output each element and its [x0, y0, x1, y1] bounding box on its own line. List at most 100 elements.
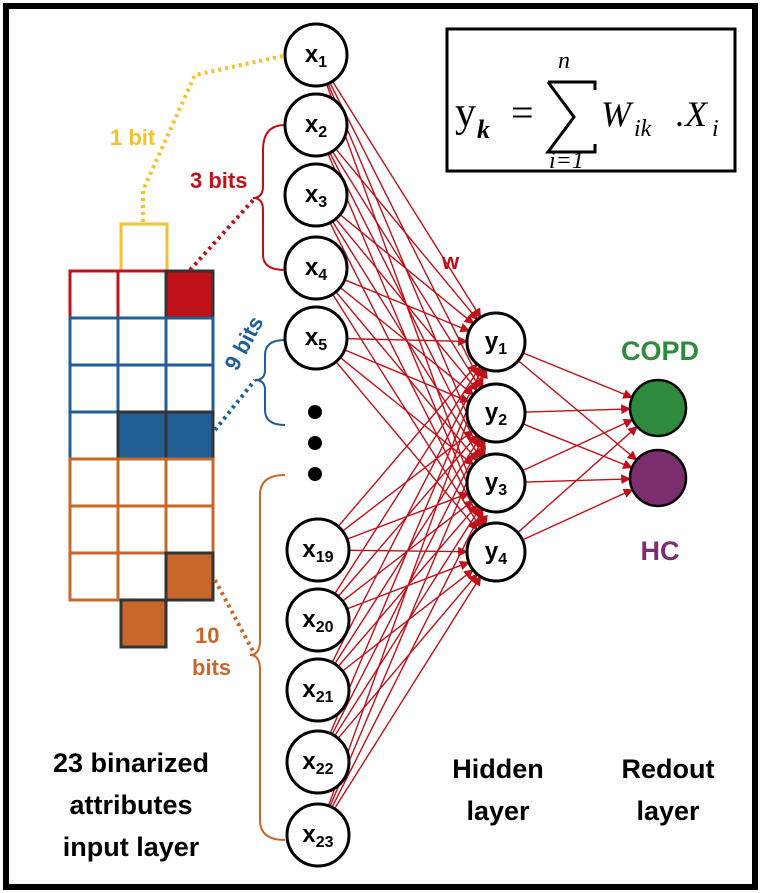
- input-node-x5: x5: [283, 305, 349, 371]
- ten-bits-label-num: 10: [195, 623, 219, 648]
- input-node-x21: x21: [285, 657, 351, 723]
- hidden-output-connection: [524, 404, 631, 415]
- sigma-symbol: [545, 80, 597, 154]
- input-node-x4-label: x4: [305, 254, 327, 284]
- grid-cell: [164, 316, 215, 367]
- formula-border: [445, 27, 737, 173]
- formula-term: W: [601, 94, 634, 134]
- grid-cell: [68, 316, 120, 367]
- hidden-node-y2-label: y2: [485, 399, 507, 429]
- input-caption-line3: input layer: [63, 832, 200, 862]
- grid-cell: [68, 269, 120, 320]
- formula-sum-bottom: i=1: [549, 148, 584, 174]
- nine-bits-brace: [254, 339, 286, 426]
- input-node-x1: x1: [283, 22, 349, 88]
- input-node-x3-circle: [283, 162, 349, 228]
- hidden-output-connection: [524, 474, 631, 485]
- hidden-caption-line2: layer: [466, 796, 530, 826]
- hidden-node-y3: y3: [465, 452, 527, 514]
- formula-box: y k = n i=1 W ik . X i: [445, 27, 737, 174]
- output-node-hc: [628, 448, 688, 508]
- hidden-layer: y1 y2 y3 y4: [465, 311, 527, 583]
- input-hidden-connection: [331, 508, 484, 808]
- three-bits-leader: [188, 196, 257, 272]
- grid-cell-filled: [164, 269, 215, 320]
- input-node-x2: x2: [283, 92, 349, 158]
- input-node-x19-label: x19: [302, 536, 333, 566]
- ellipsis-dots: [308, 405, 322, 481]
- one-bit-leader: [141, 53, 288, 222]
- hidden-output-connection: [522, 352, 634, 399]
- three-bits-brace: [252, 124, 286, 271]
- input-hidden-connection: [331, 150, 482, 390]
- input-node-x2-label: x2: [305, 111, 327, 141]
- input-hidden-connection: [337, 363, 478, 527]
- input-node-x23-circle: [285, 802, 351, 868]
- hidden-node-y1-circle: [465, 311, 527, 373]
- formula-lhs: y: [455, 90, 476, 136]
- grid-cell: [116, 269, 168, 320]
- binarized-grid: [68, 222, 215, 649]
- ellipsis-dot: [308, 436, 322, 450]
- input-caption-line1: 23 binarized: [53, 748, 209, 778]
- grid-cell: [116, 316, 168, 367]
- input-hidden-connection: [334, 365, 481, 595]
- formula-term2-sub: i: [712, 116, 719, 142]
- input-node-x21-circle: [285, 657, 351, 723]
- grid-cell-1bit: [119, 222, 169, 273]
- input-node-x3: x3: [283, 162, 349, 228]
- input-hidden-connection: [329, 438, 486, 807]
- input-node-x5-label: x5: [305, 324, 327, 354]
- input-node-x21-label: x21: [302, 676, 333, 706]
- hidden-node-y3-label: y3: [485, 469, 507, 499]
- grid-cell: [164, 504, 215, 555]
- grid-cell: [68, 410, 120, 461]
- hidden-node-y1: y1: [465, 311, 527, 373]
- grid-cell: [116, 363, 168, 414]
- input-node-x1-circle: [283, 22, 349, 88]
- grid-cell: [68, 551, 120, 602]
- output-label-hc: HC: [641, 536, 680, 566]
- layer-captions: 23 binarized attributes input layer Hidd…: [53, 748, 715, 862]
- grid-cell: [164, 363, 215, 414]
- input-hidden-connection: [335, 148, 479, 321]
- hidden-node-y1-label: y1: [485, 328, 507, 358]
- grid-cell-filled: [164, 410, 215, 461]
- formula-lhs-sub: k: [477, 115, 490, 144]
- grid-cell: [68, 504, 120, 555]
- input-node-x3-label: x3: [305, 181, 327, 211]
- input-node-x22-label: x22: [302, 748, 333, 778]
- grid-cell: [116, 551, 168, 602]
- readout-layer: COPD HC: [621, 336, 699, 566]
- formula-dot: .: [675, 94, 684, 134]
- input-hidden-connection: [339, 286, 475, 396]
- ten-bits-label-unit: bits: [192, 655, 231, 680]
- hidden-node-y4: y4: [465, 521, 527, 583]
- input-hidden-connection: [331, 80, 482, 319]
- grid-cell-filled: [164, 551, 215, 602]
- input-node-x5-circle: [283, 305, 349, 371]
- hidden-node-y2: y2: [465, 382, 527, 444]
- weight-label: w: [441, 249, 460, 274]
- input-hidden-connection: [337, 573, 478, 739]
- hidden-output-connection: [522, 488, 634, 541]
- hidden-node-y3-circle: [465, 452, 527, 514]
- input-hidden-connection: [346, 336, 468, 347]
- input-node-x20-circle: [285, 587, 351, 653]
- input-hidden-connection: [329, 367, 486, 734]
- input-hidden-connection: [344, 349, 471, 403]
- input-node-x22: x22: [285, 729, 351, 795]
- input-node-x2-circle: [283, 92, 349, 158]
- ten-bits-leader: [213, 579, 257, 656]
- input-node-x4: x4: [283, 235, 349, 301]
- input-node-x19-circle: [285, 517, 351, 583]
- input-node-x23-label: x23: [302, 821, 333, 851]
- input-hidden-connection: [339, 214, 475, 325]
- formula-sum-top: n: [558, 48, 570, 74]
- input-node-x22-circle: [285, 729, 351, 795]
- input-hidden-connection: [329, 222, 484, 527]
- hidden-node-y4-circle: [465, 521, 527, 583]
- input-hidden-connection: [327, 368, 488, 807]
